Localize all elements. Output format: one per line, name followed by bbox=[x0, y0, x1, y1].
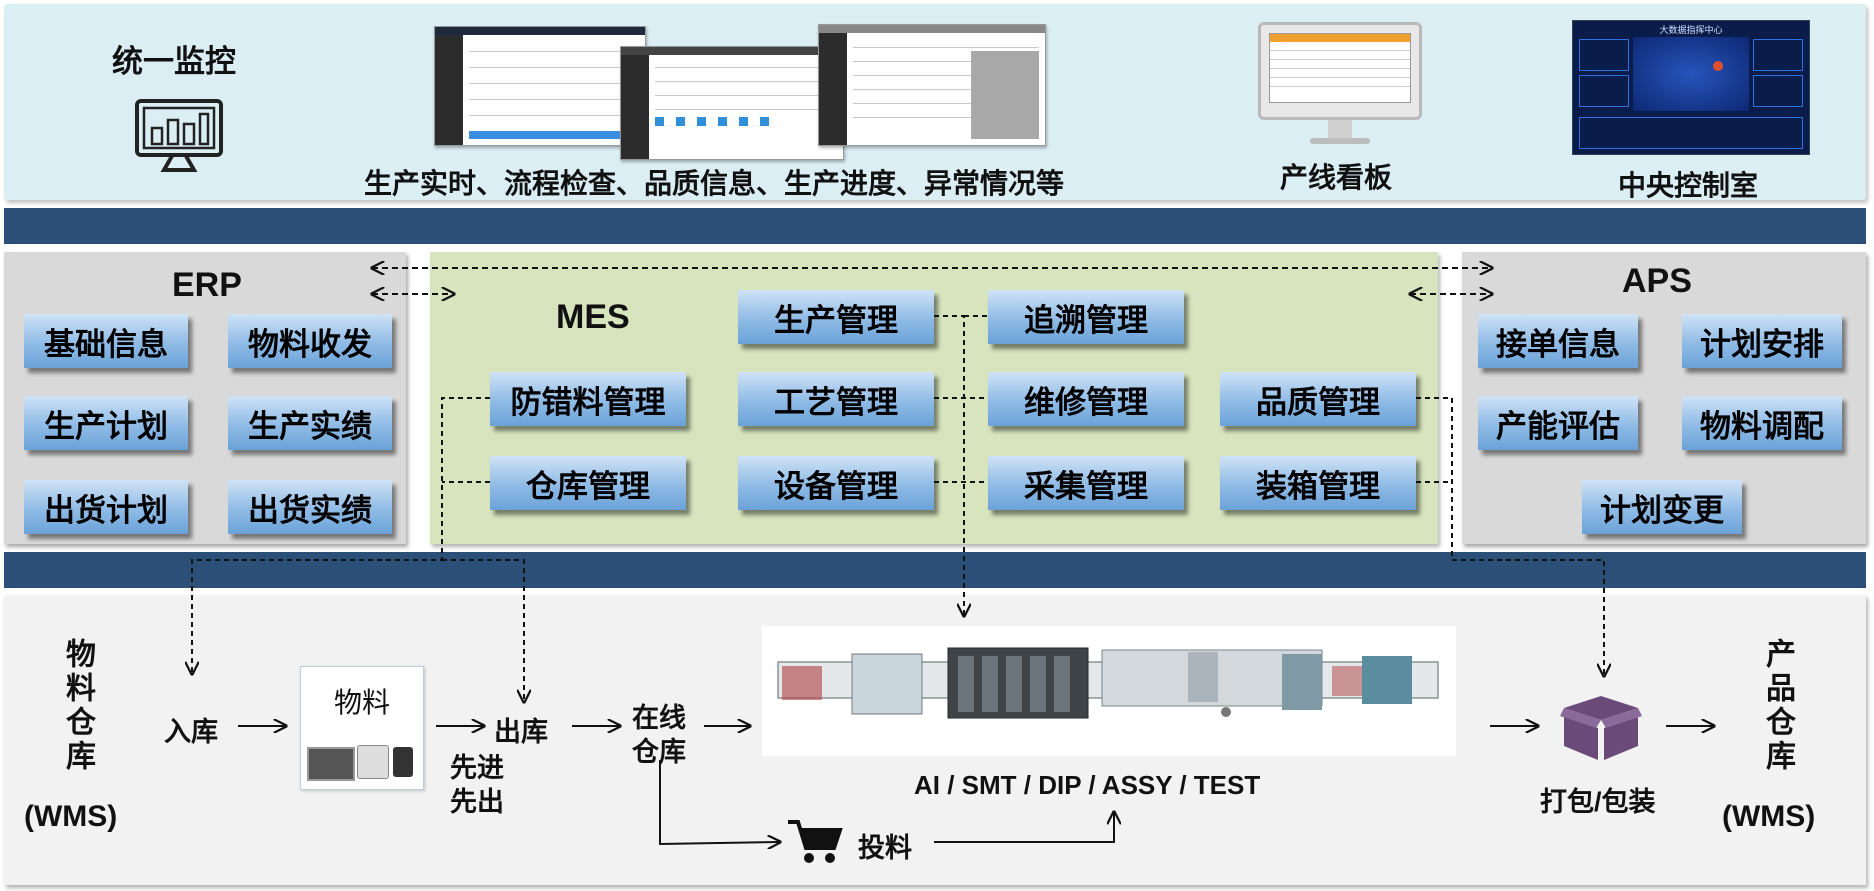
product-warehouse-wms: (WMS) bbox=[1722, 800, 1816, 833]
divider-bar-top bbox=[4, 208, 1866, 244]
mes-module-production: 生产管理 bbox=[738, 290, 934, 344]
mes-module-traceability: 追溯管理 bbox=[988, 290, 1184, 344]
mes-module-collection: 采集管理 bbox=[988, 456, 1184, 510]
erp-module-shipping-plan: 出货计划 bbox=[24, 480, 188, 534]
aps-module-plan-change: 计划变更 bbox=[1582, 480, 1742, 534]
mes-module-equipment: 设备管理 bbox=[738, 456, 934, 510]
software-screenshot-3 bbox=[818, 24, 1046, 146]
feeding-label: 投料 bbox=[858, 833, 912, 863]
aps-module-material-allocation: 物料调配 bbox=[1682, 396, 1842, 450]
mes-module-packing: 装箱管理 bbox=[1220, 456, 1416, 510]
production-line-caption: AI / SMT / DIP / ASSY / TEST bbox=[914, 770, 1261, 800]
control-room-dashboard: 大数据指挥中心 bbox=[1572, 20, 1810, 155]
inbound-label: 入库 bbox=[164, 717, 218, 747]
aps-title: APS bbox=[1622, 262, 1692, 300]
package-box-icon bbox=[1560, 696, 1642, 760]
aps-module-order-info: 接单信息 bbox=[1478, 314, 1638, 368]
fifo-label-line2: 先出 bbox=[450, 787, 504, 817]
mes-module-error-proofing: 防错料管理 bbox=[490, 372, 686, 426]
monitor-chart-icon bbox=[135, 99, 223, 172]
divider-bar-middle bbox=[4, 552, 1866, 588]
software-screenshot-1 bbox=[434, 26, 646, 146]
product-warehouse-label: 产品仓库 bbox=[1761, 638, 1794, 774]
mes-module-quality: 品质管理 bbox=[1220, 372, 1416, 426]
material-box: 物料 bbox=[300, 666, 424, 790]
control-room-label: 中央控制室 bbox=[1618, 170, 1759, 201]
erp-module-basic-info: 基础信息 bbox=[24, 314, 188, 368]
production-line-image bbox=[762, 626, 1456, 756]
erp-module-shipping-result: 出货实绩 bbox=[228, 480, 392, 534]
fifo-label-line1: 先进 bbox=[450, 753, 504, 783]
monitor-caption: 生产实时、流程检查、品质信息、生产进度、异常情况等 bbox=[364, 168, 1065, 199]
mes-module-process: 工艺管理 bbox=[738, 372, 934, 426]
material-label: 物料 bbox=[333, 687, 390, 718]
erp-module-production-result: 生产实绩 bbox=[228, 396, 392, 450]
outbound-label: 出库 bbox=[494, 717, 548, 747]
production-board-label: 产线看板 bbox=[1280, 162, 1393, 193]
online-warehouse-line1: 在线 bbox=[632, 703, 686, 733]
mes-module-repair: 维修管理 bbox=[988, 372, 1184, 426]
cart-icon bbox=[788, 820, 843, 863]
material-warehouse-label: 物料仓库 bbox=[61, 638, 94, 774]
production-board-monitor bbox=[1258, 22, 1422, 146]
aps-module-capacity: 产能评估 bbox=[1478, 396, 1638, 450]
erp-module-material-receipt: 物料收发 bbox=[228, 314, 392, 368]
packing-label: 打包/包装 bbox=[1540, 787, 1656, 817]
dashboard-heading: 大数据指挥中心 bbox=[1659, 25, 1723, 35]
monitor-title: 统一监控 bbox=[112, 44, 236, 79]
mes-module-warehouse: 仓库管理 bbox=[490, 456, 686, 510]
erp-module-production-plan: 生产计划 bbox=[24, 396, 188, 450]
software-screenshot-2 bbox=[620, 46, 844, 160]
material-warehouse-wms: (WMS) bbox=[24, 800, 118, 833]
aps-module-scheduling: 计划安排 bbox=[1682, 314, 1842, 368]
erp-title: ERP bbox=[172, 266, 242, 304]
mes-title: MES bbox=[556, 298, 630, 336]
